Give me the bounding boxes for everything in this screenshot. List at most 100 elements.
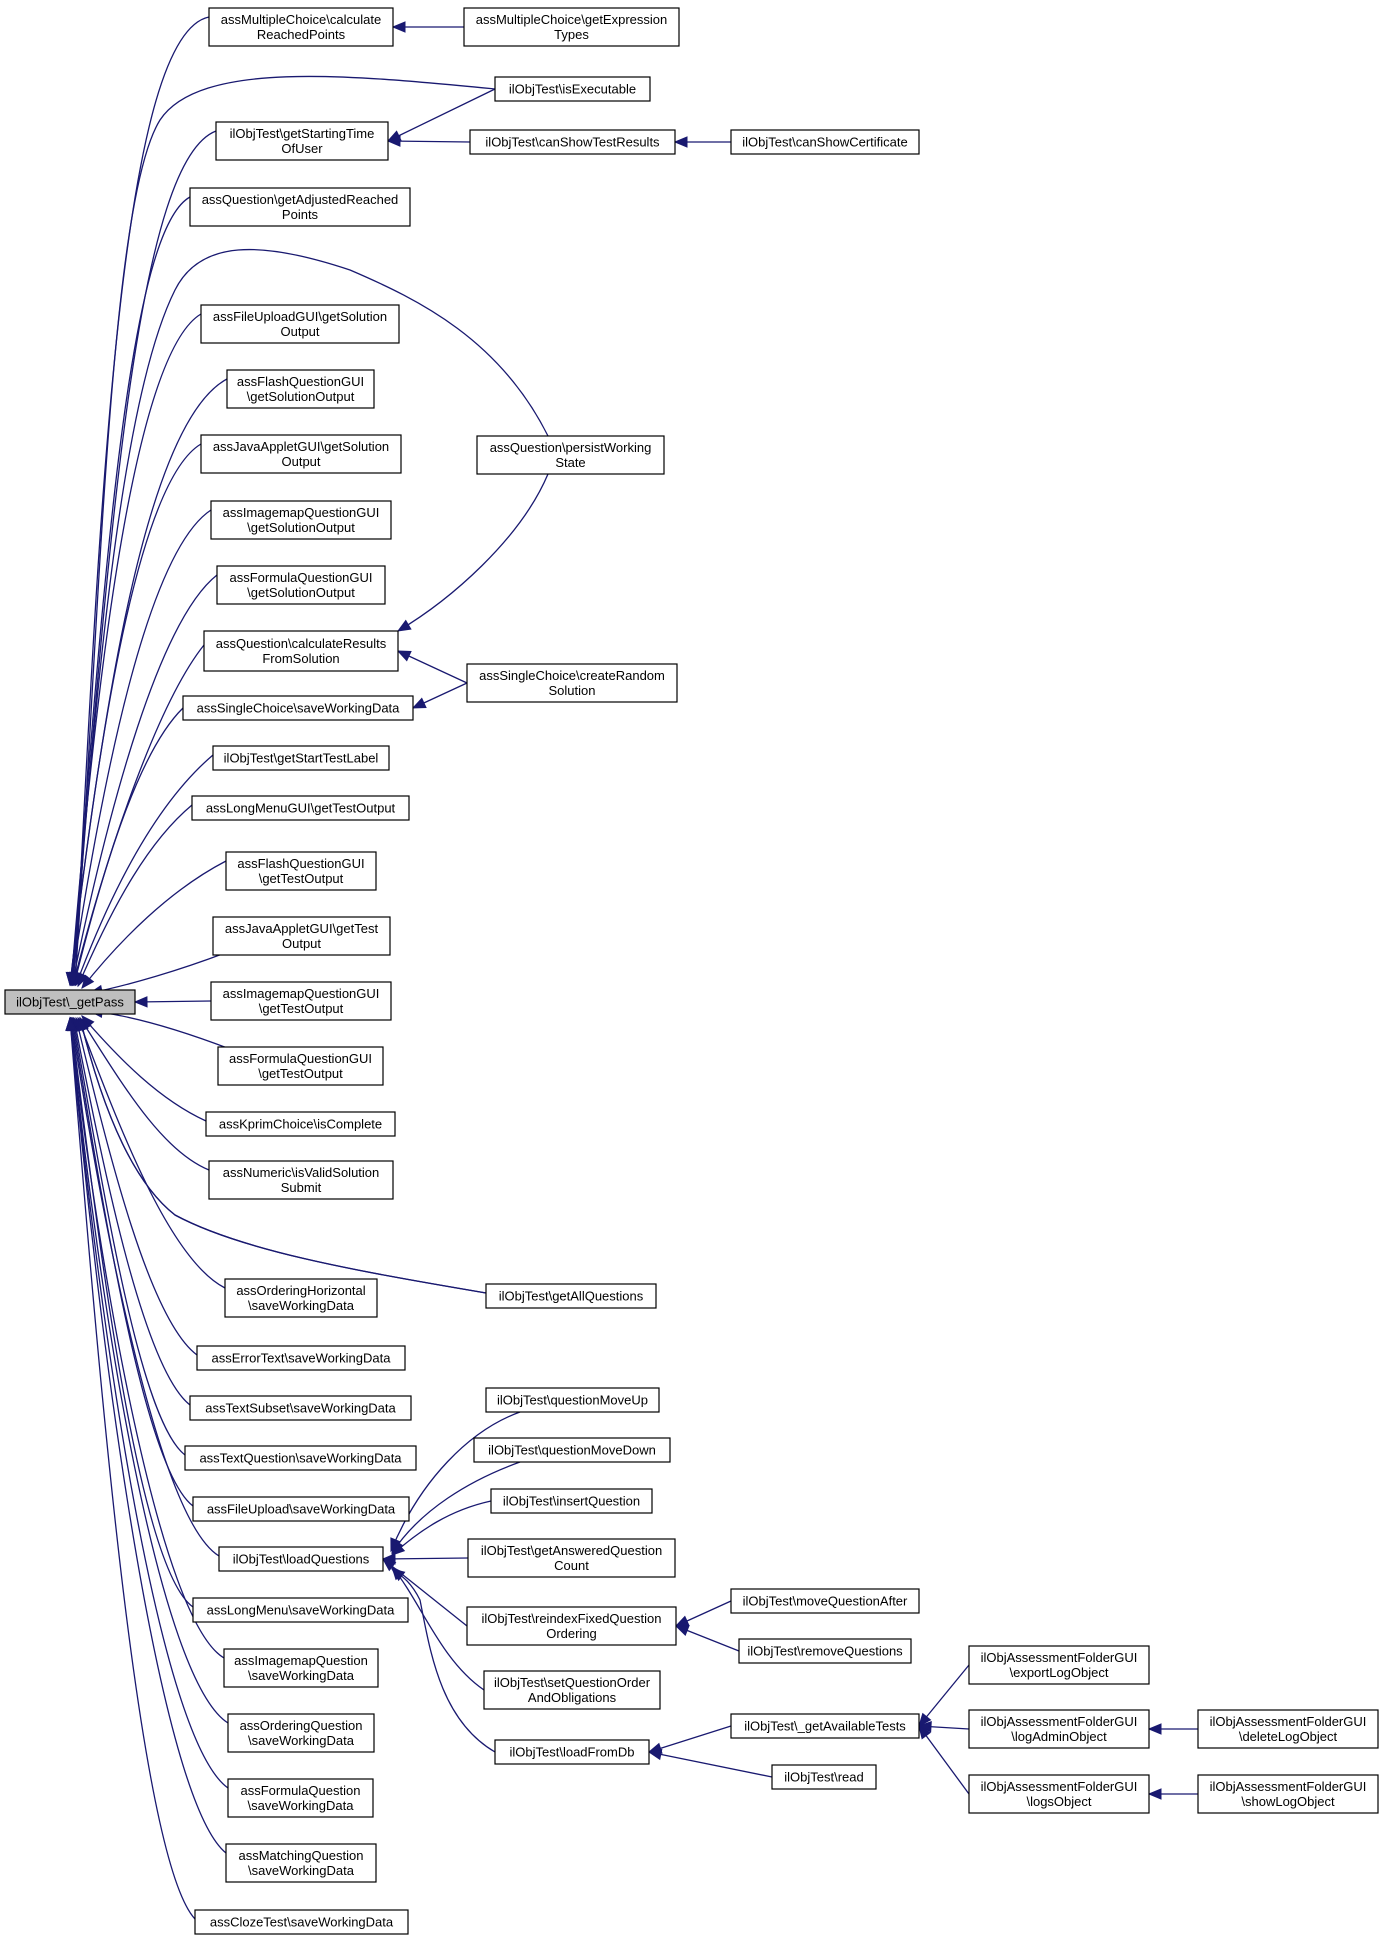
node-n11[interactable]: ilObjTest\getStartTestLabel [212, 745, 390, 771]
node-m6[interactable]: ilObjTest\getAllQuestions [485, 1283, 657, 1309]
node-n17-box [205, 1111, 396, 1137]
node-n12[interactable]: assLongMenuGUI\getTestOutput [191, 795, 410, 821]
edge-k2-to-m11-arrowhead [674, 1615, 690, 1627]
node-n13[interactable]: assFlashQuestionGUI\getTestOutput [225, 851, 377, 891]
node-n14[interactable]: assJavaAppletGUI\getTestOutput [212, 916, 391, 956]
edge-n1-to-root [69, 16, 210, 987]
node-n22[interactable]: assTextQuestion\saveWorkingData [184, 1445, 417, 1471]
edge-n28-to-root-line [69, 1017, 229, 1789]
node-n14-label-1: Output [282, 936, 321, 951]
node-m8[interactable]: ilObjTest\questionMoveDown [473, 1437, 671, 1463]
node-n10[interactable]: assSingleChoice\saveWorkingData [182, 695, 414, 721]
node-n22-label-0: assTextQuestion\saveWorkingData [199, 1451, 402, 1466]
node-root[interactable]: ilObjTest\_getPass [4, 989, 136, 1015]
edge-n7-to-root-line [70, 509, 212, 986]
node-i2[interactable]: ilObjAssessmentFolderGUI\showLogObject [1197, 1774, 1379, 1814]
node-n23-box [192, 1496, 410, 1522]
edge-n20-to-root-line [75, 1017, 198, 1356]
node-k3[interactable]: ilObjTest\removeQuestions [738, 1638, 912, 1664]
node-k4-box [730, 1713, 920, 1739]
edge-n26-to-root-line [69, 1017, 225, 1659]
node-m13[interactable]: ilObjTest\loadFromDb [494, 1739, 650, 1765]
edge-n23-to-root-line [71, 1017, 194, 1507]
node-n5[interactable]: assFlashQuestionGUI\getSolutionOutput [226, 369, 375, 409]
node-n7-label-0: assImagemapQuestionGUI [223, 505, 380, 520]
node-n6-box [200, 434, 402, 474]
node-n19-label-0: assOrderingHorizontal [236, 1283, 365, 1298]
node-m9[interactable]: ilObjTest\insertQuestion [490, 1488, 653, 1514]
edge-i2-to-j3-arrowhead [1147, 1788, 1162, 1800]
edge-m3-to-n2-arrowhead [386, 135, 401, 147]
edge-m13-to-n24 [390, 1568, 496, 1753]
node-n4[interactable]: assFileUploadGUI\getSolutionOutput [200, 304, 400, 344]
node-m7[interactable]: ilObjTest\questionMoveUp [485, 1387, 660, 1413]
node-n21[interactable]: assTextSubset\saveWorkingData [189, 1395, 412, 1421]
node-m11-box [466, 1606, 677, 1646]
node-n3-label-0: assQuestion\getAdjustedReached [202, 192, 399, 207]
node-n1-label-1: ReachedPoints [257, 27, 346, 42]
node-n28[interactable]: assFormulaQuestion\saveWorkingData [227, 1778, 374, 1818]
edge-m8-to-n24-line [391, 1461, 521, 1554]
node-n25[interactable]: assLongMenu\saveWorkingData [192, 1597, 409, 1623]
node-m2[interactable]: ilObjTest\isExecutable [494, 76, 651, 102]
node-m7-box [485, 1387, 660, 1413]
node-n19-label-1: \saveWorkingData [248, 1298, 355, 1313]
node-n29[interactable]: assMatchingQuestion\saveWorkingData [225, 1843, 377, 1883]
edge-n13-to-root-arrowhead [81, 974, 95, 990]
node-n6[interactable]: assJavaAppletGUI\getSolutionOutput [200, 434, 402, 474]
node-n4-box [200, 304, 400, 344]
node-k1[interactable]: ilObjTest\canShowCertificate [730, 129, 920, 155]
node-i1[interactable]: ilObjAssessmentFolderGUI\deleteLogObject [1197, 1709, 1379, 1749]
node-n17[interactable]: assKprimChoice\isComplete [205, 1111, 396, 1137]
node-m3[interactable]: ilObjTest\canShowTestResults [469, 129, 676, 155]
node-j2[interactable]: ilObjAssessmentFolderGUI\logAdminObject [968, 1709, 1150, 1749]
node-k4-label-0: ilObjTest\_getAvailableTests [744, 1719, 906, 1734]
node-n30[interactable]: assClozeTest\saveWorkingData [194, 1909, 409, 1935]
node-n23[interactable]: assFileUpload\saveWorkingData [192, 1496, 410, 1522]
nodes-layer: ilObjTest\_getPass assMultipleChoice\calc… [4, 7, 1379, 1935]
edge-n13-to-root [81, 860, 227, 990]
node-n27-box [227, 1713, 375, 1753]
node-n26[interactable]: assImagemapQuestion\saveWorkingData [223, 1648, 379, 1688]
node-n16[interactable]: assFormulaQuestionGUI\getTestOutput [217, 1046, 384, 1086]
edge-j2-to-k4-arrowhead [917, 1721, 932, 1733]
node-j3[interactable]: ilObjAssessmentFolderGUI\logsObject [968, 1774, 1150, 1814]
node-n7[interactable]: assImagemapQuestionGUI\getSolutionOutput [210, 500, 392, 540]
node-n15[interactable]: assImagemapQuestionGUI\getTestOutput [210, 981, 392, 1021]
node-k5[interactable]: ilObjTest\read [771, 1764, 877, 1790]
node-n27[interactable]: assOrderingQuestion\saveWorkingData [227, 1713, 375, 1753]
node-m8-label-0: ilObjTest\questionMoveDown [488, 1443, 656, 1458]
node-n18-label-1: Submit [281, 1180, 322, 1195]
edge-n18-to-root [79, 1016, 210, 1171]
node-n20-box [196, 1345, 406, 1371]
node-m13-label-0: ilObjTest\loadFromDb [510, 1745, 635, 1760]
node-n27-label-0: assOrderingQuestion [240, 1718, 363, 1733]
node-n19[interactable]: assOrderingHorizontal\saveWorkingData [224, 1278, 378, 1318]
edge-k1-to-m3 [673, 136, 731, 148]
node-k4[interactable]: ilObjTest\_getAvailableTests [730, 1713, 920, 1739]
node-j1[interactable]: ilObjAssessmentFolderGUI\exportLogObject [968, 1645, 1150, 1685]
node-k2[interactable]: ilObjTest\moveQuestionAfter [730, 1588, 920, 1614]
edge-m6-to-n24-line [79, 1017, 487, 1294]
edge-n11-to-root [74, 754, 214, 987]
node-n24[interactable]: ilObjTest\loadQuestions [218, 1546, 384, 1572]
node-m4-label-1: State [555, 455, 585, 470]
node-n8[interactable]: assFormulaQuestionGUI\getSolutionOutput [216, 565, 386, 605]
node-j2-label-1: \logAdminObject [1011, 1729, 1107, 1744]
node-n20[interactable]: assErrorText\saveWorkingData [196, 1345, 406, 1371]
node-k5-label-0: ilObjTest\read [784, 1770, 863, 1785]
edge-m13-to-n24-line [391, 1568, 496, 1753]
node-j2-label-0: ilObjAssessmentFolderGUI [981, 1714, 1138, 1729]
node-n29-label-1: \saveWorkingData [248, 1863, 355, 1878]
